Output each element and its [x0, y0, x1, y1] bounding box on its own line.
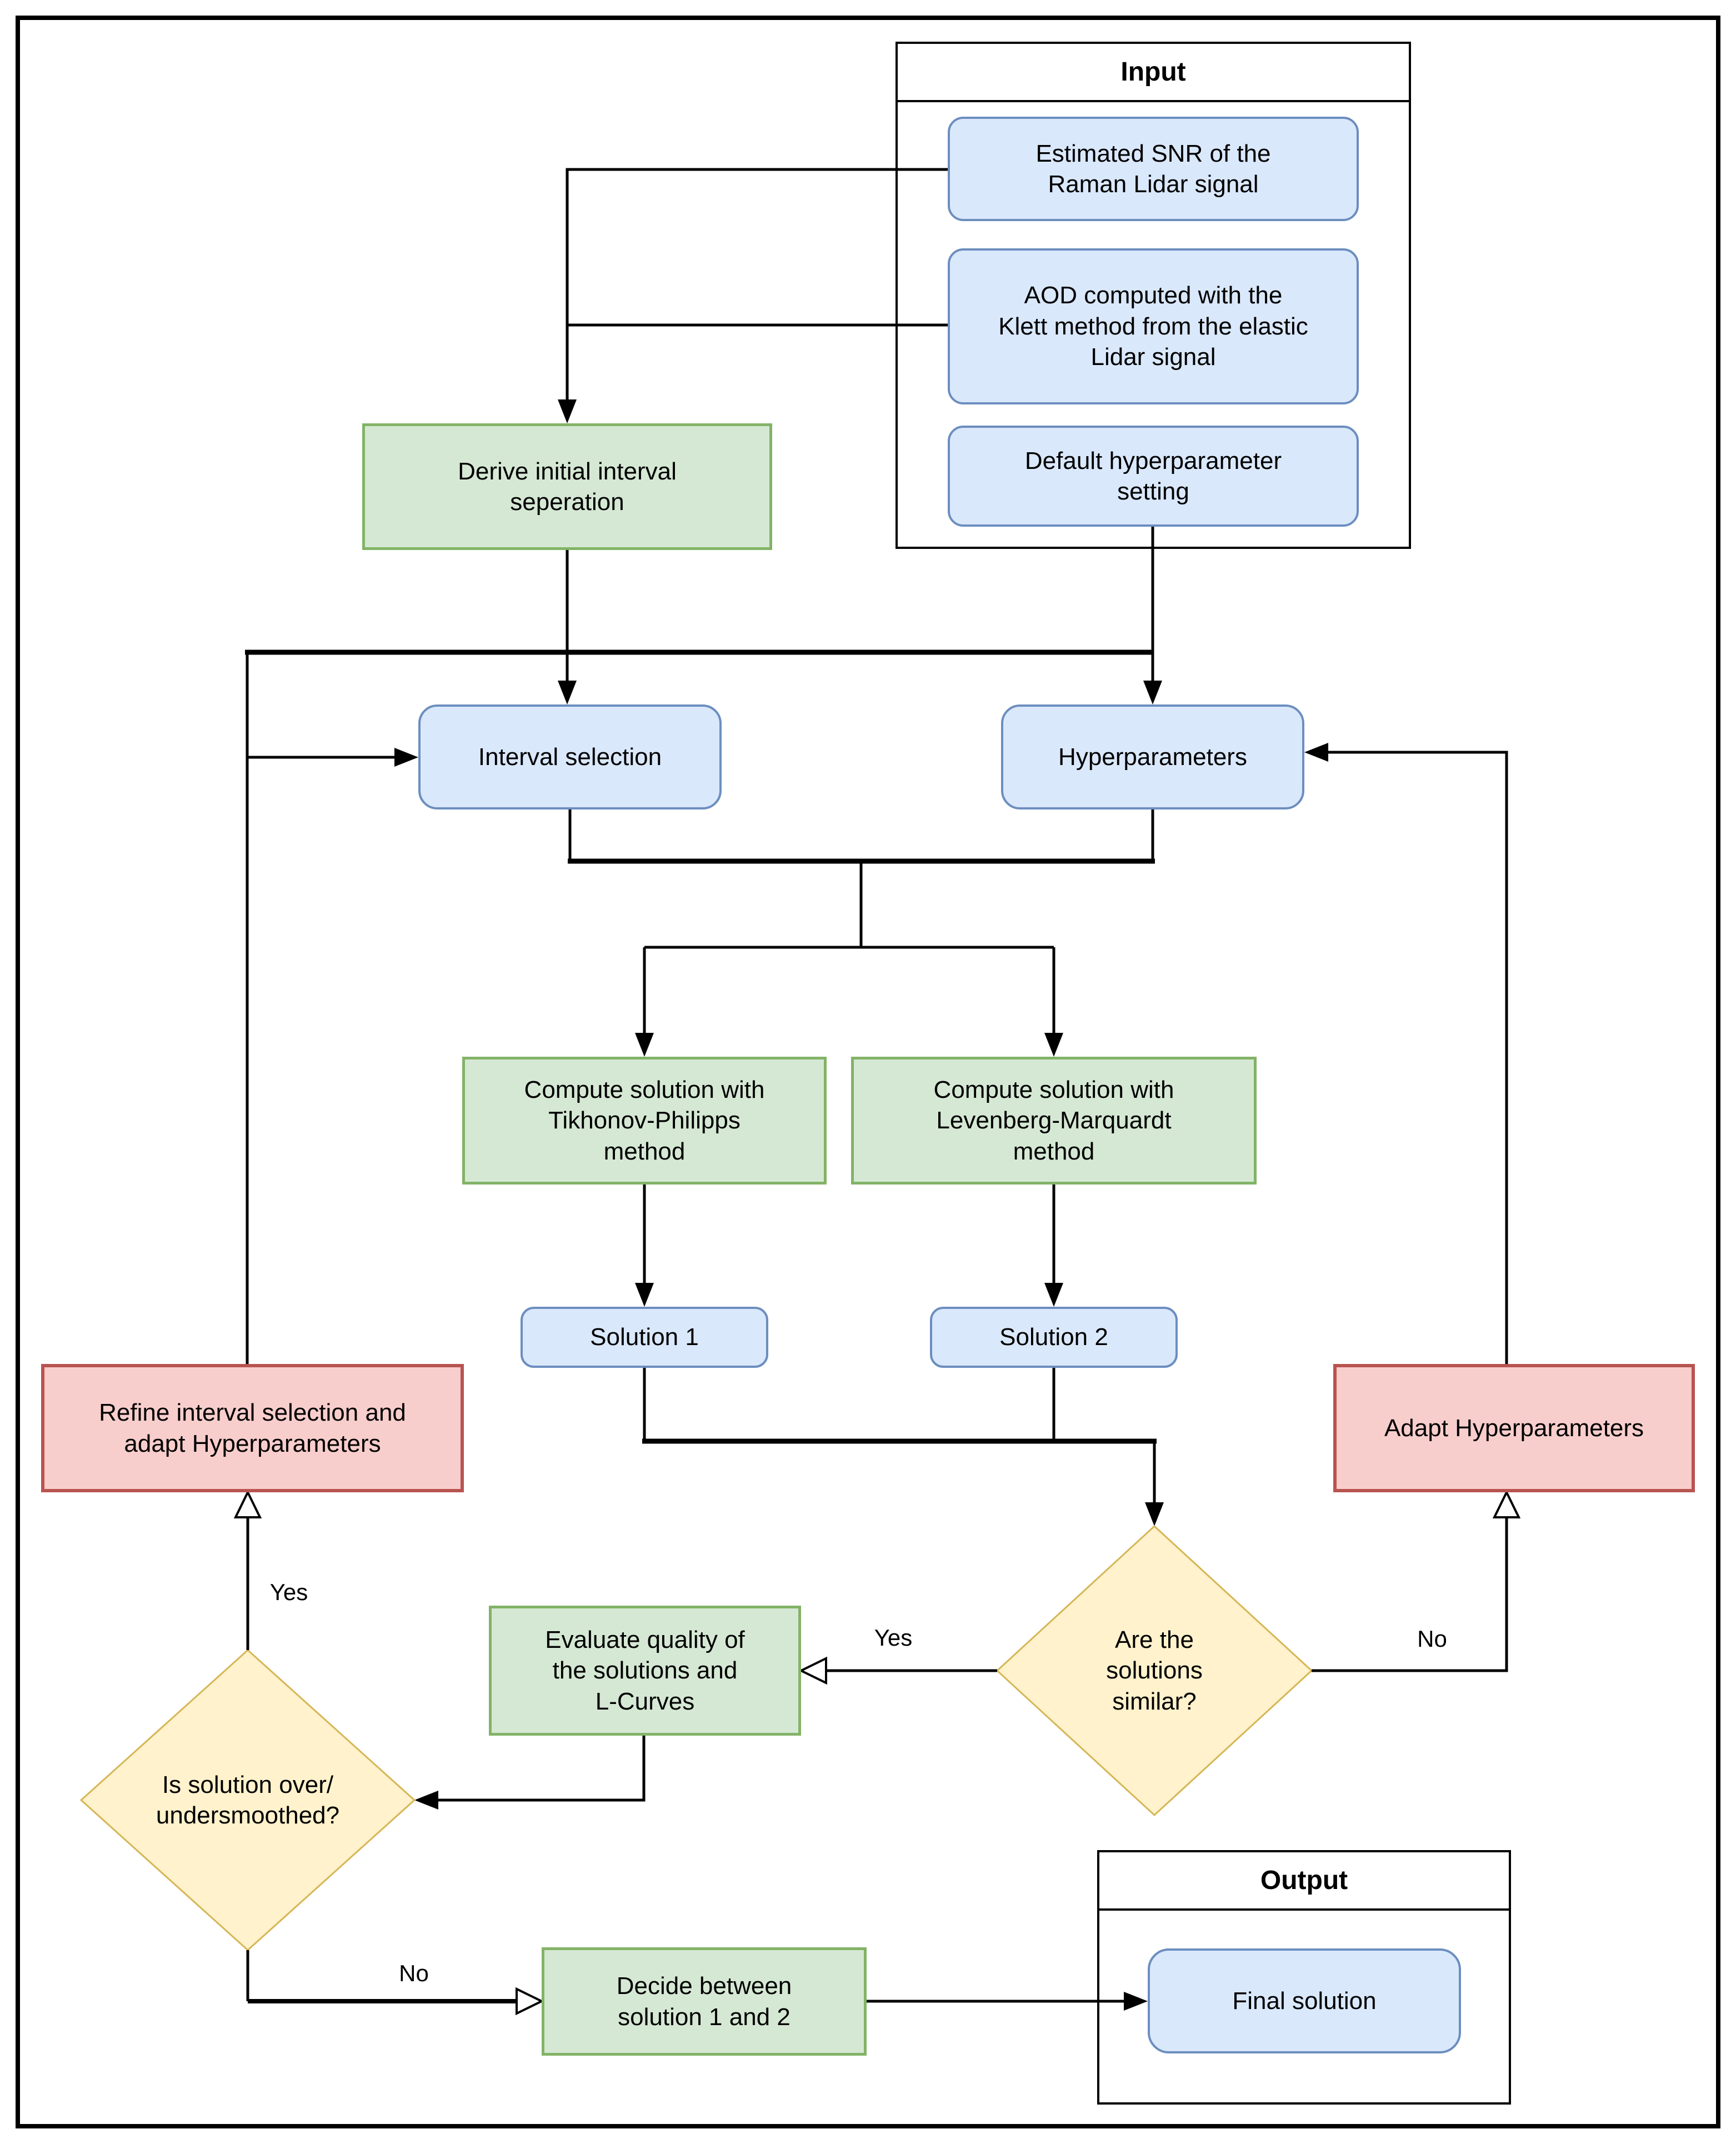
node-are-solutions-similar: Are the solutions similar?: [1106, 1626, 1203, 1715]
node-default-hyperparameter: Default hyperparameter setting: [948, 426, 1359, 527]
node-decide-between: Decide between solution 1 and 2: [542, 1947, 867, 2056]
edge-refine-feedback: [245, 649, 1153, 1364]
arrowhead-interval-left: [394, 748, 418, 767]
arrowhead-hyper-right: [1304, 743, 1328, 762]
node-adapt-hyperparameters: Adapt Hyperparameters: [1333, 1364, 1695, 1492]
label-similar-yes: Yes: [874, 1625, 913, 1651]
label-similar-no: No: [1417, 1626, 1447, 1652]
node-interval-selection: Interval selection: [418, 704, 722, 809]
arrowhead-similar-top: [1145, 1502, 1164, 1526]
edge-adapt-feedback: [1304, 743, 1508, 1364]
arrowhead-evaluate-right-open: [798, 1656, 827, 1685]
edge-compute1-to-sol1: [635, 1185, 654, 1307]
node-derive-interval: Derive initial interval seperation: [362, 423, 772, 550]
edge-compute2-to-sol2: [1044, 1185, 1063, 1307]
arrowhead-sol2-top: [1044, 1283, 1063, 1307]
arrowhead-decide-left-open: [516, 1987, 544, 2016]
arrowhead-smooth-right: [414, 1791, 438, 1810]
output-frame-title: Output: [1099, 1852, 1509, 1911]
edge-smooth-yes: [233, 1490, 262, 1650]
label-smooth-yes: Yes: [269, 1579, 308, 1605]
label-smooth-no: No: [399, 1960, 429, 1986]
edge-default-to-hyper: [1143, 527, 1162, 704]
edge-snr-to-derive: [558, 168, 948, 423]
arrowhead-sol1-top: [635, 1283, 654, 1307]
edge-join-to-computes: [568, 809, 1155, 1057]
edge-evaluate-to-smooth: [414, 1736, 646, 1810]
node-solution-1: Solution 1: [521, 1307, 768, 1368]
node-compute-levenberg: Compute solution with Levenberg-Marquard…: [851, 1057, 1257, 1185]
output-frame: Output: [1097, 1850, 1511, 2105]
node-solution-2: Solution 2: [930, 1307, 1178, 1368]
node-compute-tikhonov: Compute solution with Tikhonov-Philipps …: [462, 1057, 827, 1185]
arrowhead-refine-bottom-open: [233, 1490, 262, 1518]
node-hyperparameters: Hyperparameters: [1001, 704, 1304, 809]
node-is-solution-oversmoothed: Is solution over/ undersmoothed?: [156, 1771, 340, 1829]
node-snr: Estimated SNR of the Raman Lidar signal: [948, 117, 1359, 221]
page-border: [16, 16, 1720, 2128]
node-refine-interval: Refine interval selection and adapt Hype…: [41, 1364, 464, 1492]
diamond-similar-shape: [995, 1525, 1313, 1817]
arrowhead-hyper-top: [1143, 681, 1162, 704]
edge-derive-to-interval: [558, 550, 577, 704]
arrowhead-compute1-top: [635, 1033, 654, 1057]
edge-smooth-no: [246, 1950, 544, 2016]
node-final-solution: Final solution: [1148, 1948, 1461, 2053]
arrowhead-adapt-bottom-open: [1492, 1490, 1521, 1518]
arrowhead-final-left: [1124, 1992, 1148, 2011]
input-frame: Input: [895, 42, 1411, 549]
input-frame-title: Input: [898, 44, 1409, 102]
edge-similar-yes: [798, 1656, 997, 1685]
arrowhead-derive-top: [558, 399, 577, 423]
arrowhead-interval-top: [558, 681, 577, 704]
node-aod: AOD computed with the Klett method from …: [948, 248, 1359, 404]
edge-decide-to-final: [867, 1992, 1148, 2011]
arrowhead-compute2-top: [1044, 1033, 1063, 1057]
node-evaluate-quality: Evaluate quality of the solutions and L-…: [489, 1606, 801, 1736]
edge-similar-no: [1312, 1490, 1521, 1672]
edge-solutions-to-similar: [642, 1368, 1164, 1526]
